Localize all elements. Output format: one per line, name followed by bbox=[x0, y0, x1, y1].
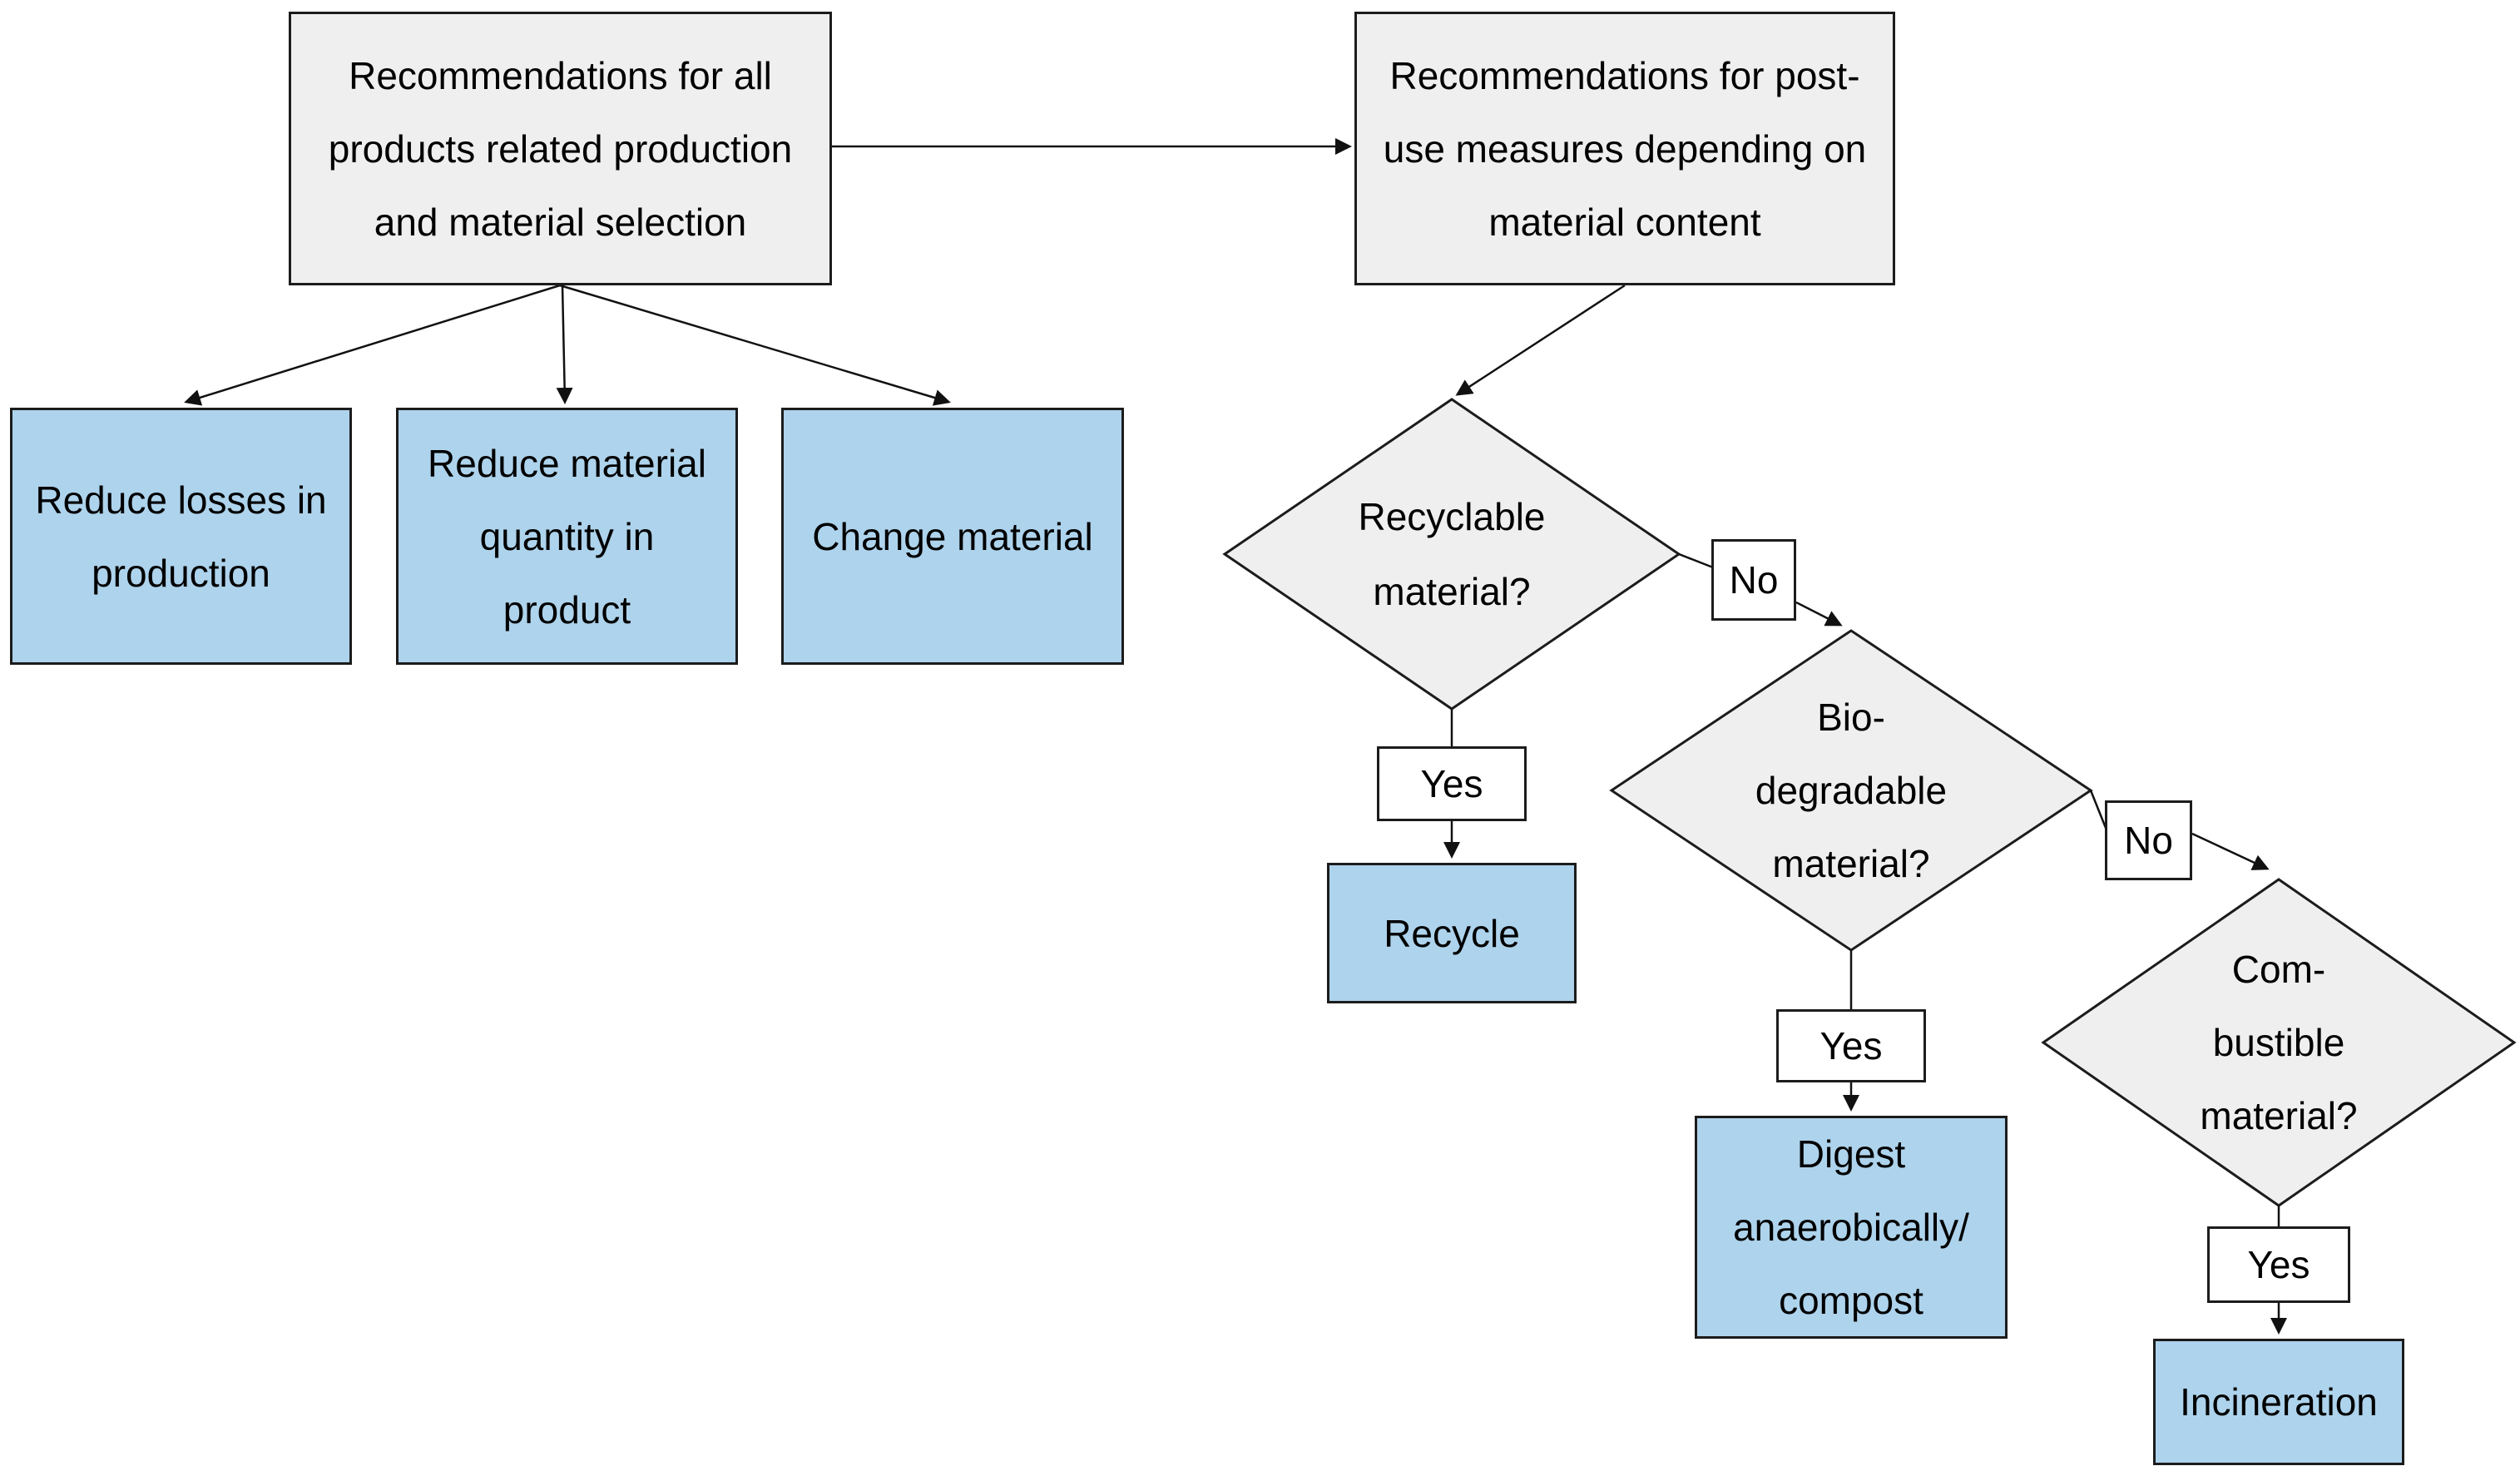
node-text-line: Yes bbox=[1420, 762, 1483, 805]
node-text-line: Bio- bbox=[1817, 696, 1885, 739]
node-text-line: Incineration bbox=[2180, 1380, 2378, 1424]
node-reduce-material-quantity: Reduce material quantity in product bbox=[396, 408, 738, 665]
node-text-line: Recyclable bbox=[1358, 495, 1546, 538]
node-text-line: production bbox=[92, 551, 270, 595]
node-yes-biodegradable: Yes bbox=[1776, 1009, 1926, 1082]
node-text-line: bustible bbox=[2212, 1021, 2345, 1064]
node-text-line: material? bbox=[2200, 1094, 2358, 1137]
node-recycle: Recycle bbox=[1327, 863, 1577, 1003]
node-text-line: Digest bbox=[1796, 1132, 1906, 1176]
node-no-biodegradable: No bbox=[2105, 800, 2192, 880]
edge-production-to-change-material bbox=[559, 284, 951, 406]
node-text-line: material content bbox=[1488, 200, 1761, 244]
node-yes-combustible: Yes bbox=[2207, 1226, 2350, 1303]
node-text-line: Change material bbox=[812, 514, 1093, 558]
node-text-line: Yes bbox=[1819, 1024, 1883, 1067]
node-change-material: Change material bbox=[781, 408, 1124, 665]
node-text-line: Recycle bbox=[1384, 911, 1520, 955]
node-yes-recyclable: Yes bbox=[1377, 746, 1527, 821]
node-text-line: material? bbox=[1772, 842, 1930, 885]
node-text-line: and material selection bbox=[374, 200, 747, 244]
label-biodegradable-material: Bio- degradable material? bbox=[1685, 681, 2017, 900]
edge-biodegradable-to-no2 bbox=[2089, 790, 2109, 833]
node-reduce-losses: Reduce losses in production bbox=[10, 408, 352, 665]
node-production-recommendations: Recommendations for all products related… bbox=[289, 12, 832, 285]
node-text-line: Reduce material bbox=[428, 441, 706, 485]
edge-recyclable-to-no1 bbox=[1678, 552, 1714, 569]
node-text-line: Recommendations for post- bbox=[1389, 53, 1860, 97]
node-incineration: Incineration bbox=[2153, 1339, 2404, 1465]
node-postuse-recommendations: Recommendations for post- use measures d… bbox=[1354, 12, 1895, 285]
node-text-line: No bbox=[1729, 558, 1779, 602]
label-recyclable-material: Recyclable material? bbox=[1285, 463, 1618, 646]
node-text-line: degradable bbox=[1755, 769, 1948, 812]
edge-no1-to-biodegradable bbox=[1795, 601, 1843, 627]
node-text-line: use measures depending on bbox=[1383, 126, 1867, 171]
node-text-line: Yes bbox=[2247, 1243, 2310, 1286]
node-text-line: products related production bbox=[328, 126, 793, 171]
edge-production-to-reduce-quantity bbox=[556, 285, 573, 404]
edge-no2-to-combustible bbox=[2191, 832, 2270, 870]
node-text-line: material? bbox=[1373, 570, 1531, 613]
node-text-line: compost bbox=[1779, 1279, 1923, 1322]
node-text-line: Reduce losses in bbox=[35, 478, 327, 522]
node-text-line: product bbox=[503, 587, 631, 631]
edge-postuse-to-recyclable bbox=[1455, 284, 1626, 396]
node-text-line: No bbox=[2124, 819, 2173, 862]
combustible-decision-diamond bbox=[2041, 878, 2517, 1207]
edge-production-to-reduce-losses bbox=[184, 284, 561, 406]
node-text-line: Recommendations for all bbox=[349, 53, 772, 97]
node-text-line: Com- bbox=[2231, 948, 2326, 991]
label-combustible-material: Com- bustible material? bbox=[2112, 933, 2445, 1152]
node-no-recyclable: No bbox=[1711, 539, 1796, 621]
node-digest-compost: Digest anaerobically/ compost bbox=[1695, 1116, 2008, 1339]
node-text-line: quantity in bbox=[479, 514, 655, 558]
node-text-line: anaerobically/ bbox=[1733, 1206, 1969, 1249]
